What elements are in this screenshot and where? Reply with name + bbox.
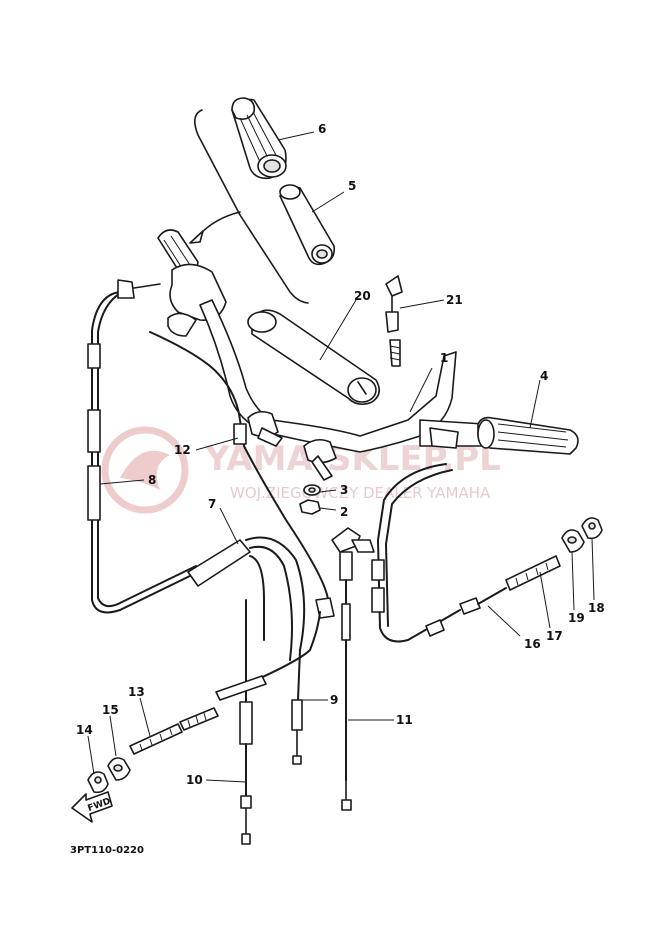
- callout-2: 2: [340, 505, 348, 519]
- callout-3: 3: [340, 483, 348, 497]
- cable-junction-part-7: [187, 536, 306, 701]
- callout-5: 5: [348, 179, 356, 193]
- grip-sleeve-part-5: [279, 184, 336, 266]
- cable-part-9: [291, 699, 303, 765]
- callout-9: 9: [330, 693, 338, 707]
- callout-13: 13: [128, 685, 145, 699]
- callout-21: 21: [446, 293, 463, 307]
- callout-1: 1: [440, 351, 448, 365]
- callout-7: 7: [208, 497, 216, 511]
- pad-strap-part-21: [385, 275, 403, 367]
- grip-detail-part-6: [231, 97, 287, 180]
- leader-lines: [87, 131, 595, 783]
- callout-15: 15: [102, 703, 119, 717]
- callout-14: 14: [76, 723, 93, 737]
- callout-10: 10: [186, 773, 203, 787]
- brake-cable-part-16: [371, 463, 481, 643]
- callout-19: 19: [568, 611, 585, 625]
- handlebar-pad-part-20: [247, 309, 380, 406]
- diagram-code: 3PT110-0220: [70, 845, 144, 856]
- callout-18: 18: [588, 601, 605, 615]
- cable-part-11: [331, 527, 375, 811]
- cap-part-14: [87, 771, 109, 794]
- adjuster-part-13: [129, 611, 321, 755]
- callout-16: 16: [524, 637, 541, 651]
- cap-part-18: [581, 517, 603, 540]
- watermark-logo: [101, 426, 189, 514]
- adjuster-part-17: [477, 555, 561, 605]
- nut-part-15: [107, 757, 131, 781]
- inset-bracket: [189, 109, 309, 304]
- callouts: 6 5 20 21 1 4 12 8 3 2 7 13 15 14 9 10 1…: [76, 122, 605, 787]
- watermark-tagline: WOJ.ZIEGOWCZY DEALER YAMAHA: [230, 484, 491, 502]
- handlebar-part-1: [157, 229, 485, 481]
- washer-part-3: [303, 484, 321, 496]
- right-grip-part-4: [477, 416, 579, 455]
- cable-part-10: [239, 599, 253, 845]
- callout-11: 11: [396, 713, 413, 727]
- fwd-arrow-icon: FWD: [71, 791, 113, 823]
- throttle-cable-part-8: [87, 279, 197, 614]
- callout-20: 20: [354, 289, 371, 303]
- callout-8: 8: [148, 473, 156, 487]
- callout-12: 12: [174, 443, 191, 457]
- callout-4: 4: [540, 369, 548, 383]
- callout-17: 17: [546, 629, 563, 643]
- nut-part-19: [561, 529, 585, 553]
- callout-6: 6: [318, 122, 326, 136]
- nut-part-2: [299, 499, 321, 515]
